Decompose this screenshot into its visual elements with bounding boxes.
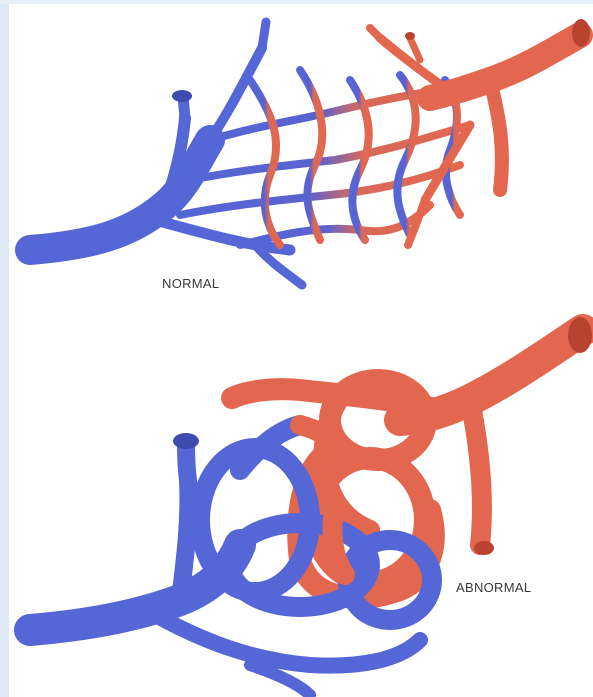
normal-label: NORMAL (162, 276, 219, 291)
normal-artery-opening (572, 19, 590, 47)
abnormal-vessel-tangle (30, 317, 592, 695)
normal-vein-opening (172, 90, 192, 102)
normal-vessel-network (30, 19, 590, 285)
abnormal-artery-branch-opening (474, 541, 494, 555)
abnormal-label: ABNORMAL (456, 580, 531, 595)
normal-artery-branch-opening (405, 32, 415, 40)
abnormal-vein-opening (173, 433, 199, 449)
abnormal-artery-opening (568, 317, 592, 353)
normal-vein-trunk (30, 22, 302, 285)
